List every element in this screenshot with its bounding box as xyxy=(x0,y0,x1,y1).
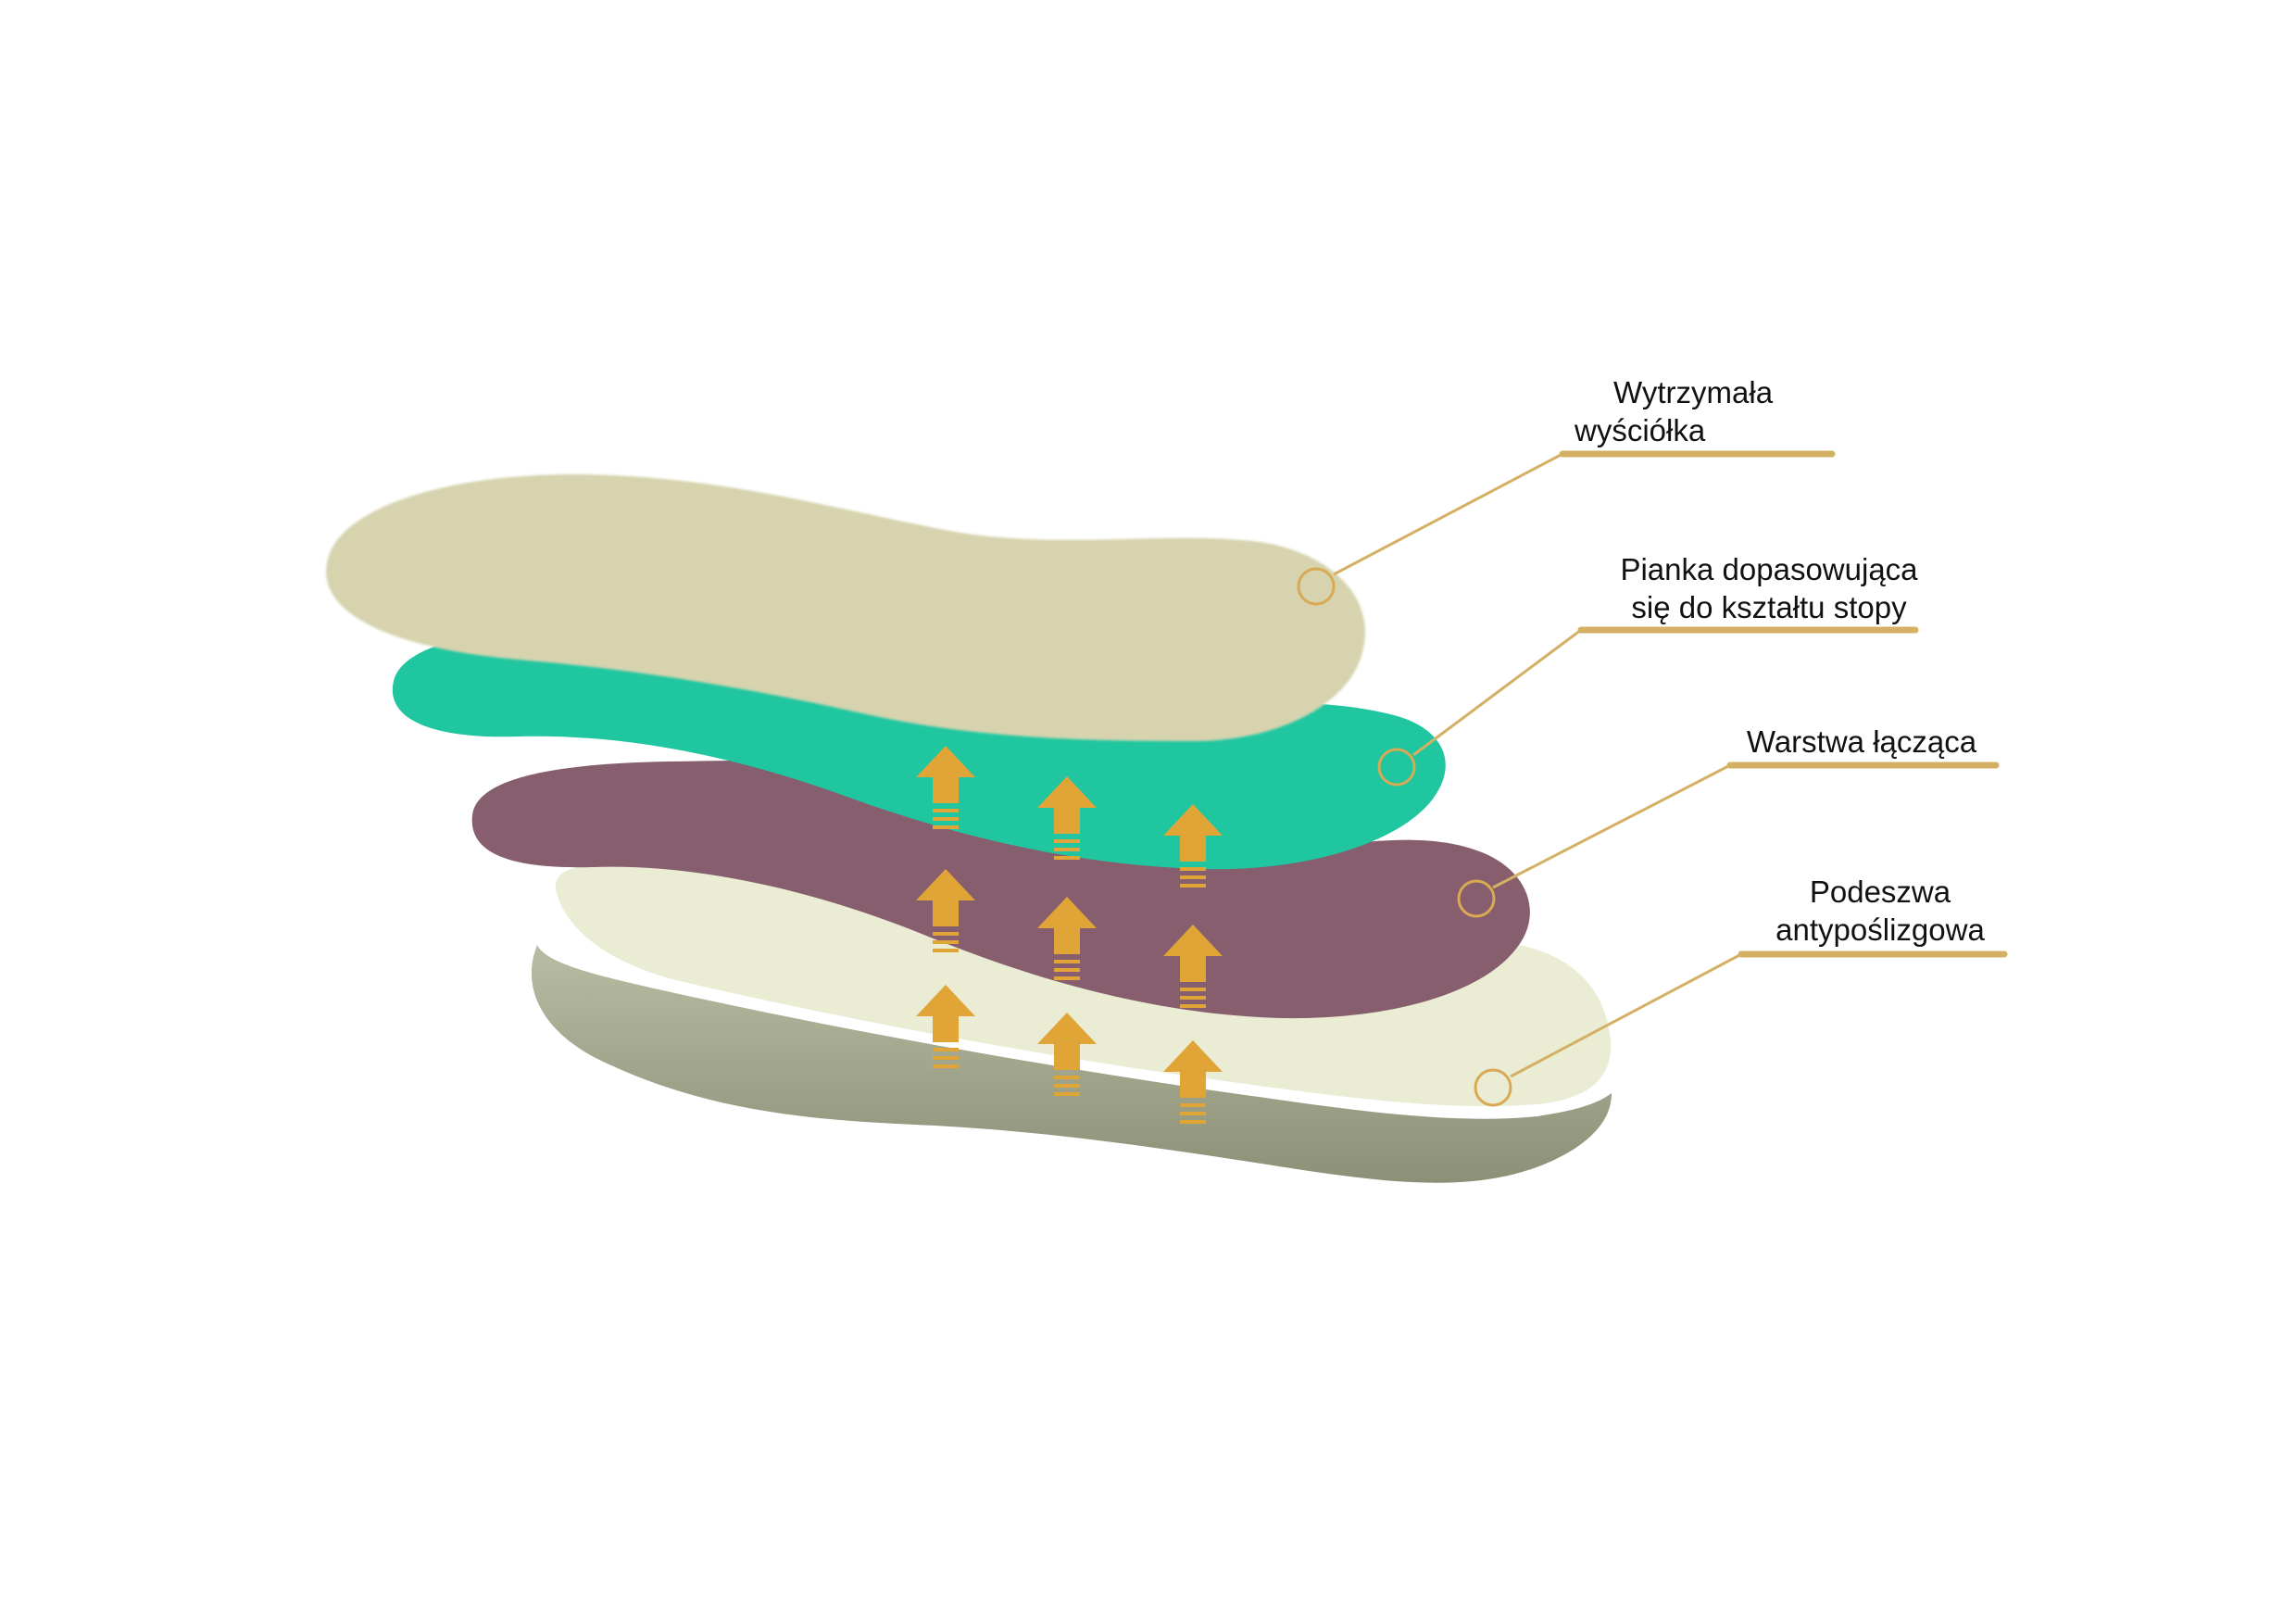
foam-marker-icon xyxy=(1377,748,1416,787)
sole-label-line1: Podeszwa xyxy=(1809,875,1951,909)
foam-layer xyxy=(392,625,1446,870)
pressure-arrows xyxy=(916,746,1223,1124)
up-arrow-icon xyxy=(1037,897,1097,980)
up-arrow-icon xyxy=(916,869,975,952)
liner-label-line2: wyściółka xyxy=(1575,413,1706,447)
liner-marker-icon xyxy=(1297,567,1336,606)
sole-marker-icon xyxy=(1474,1068,1512,1107)
up-arrow-icon xyxy=(1037,776,1097,860)
liner-layer xyxy=(326,474,1365,741)
up-arrow-icon xyxy=(1163,804,1223,888)
foam-label: Pianka dopasowująca się do kształtu stop… xyxy=(1602,550,1936,626)
bonding-layer xyxy=(471,760,1530,1019)
bonding-marker-icon xyxy=(1457,879,1496,918)
up-arrow-icon xyxy=(1163,925,1223,1008)
up-arrow-icon xyxy=(916,985,975,1068)
up-arrow-icon xyxy=(1163,1040,1223,1124)
sole-edge xyxy=(531,945,1612,1183)
bonding-label-line1: Warstwa łącząca xyxy=(1746,724,1977,759)
up-arrow-icon xyxy=(916,746,975,829)
bonding-label: Warstwa łącząca xyxy=(1723,723,2001,761)
foam-label-line2: się do kształtu stopy xyxy=(1631,590,1907,624)
sole-label-line2: antypoślizgowa xyxy=(1775,913,1985,947)
liner-label-line1: Wytrzymała xyxy=(1613,375,1774,409)
liner-label: Wytrzymała wyściółka xyxy=(1575,373,1815,449)
up-arrow-icon xyxy=(1037,1013,1097,1096)
sole-label: Podeszwa antypoślizgowa xyxy=(1741,873,2019,949)
foam-label-line1: Pianka dopasowująca xyxy=(1620,552,1918,586)
bonding-leader-line xyxy=(1492,763,1996,889)
